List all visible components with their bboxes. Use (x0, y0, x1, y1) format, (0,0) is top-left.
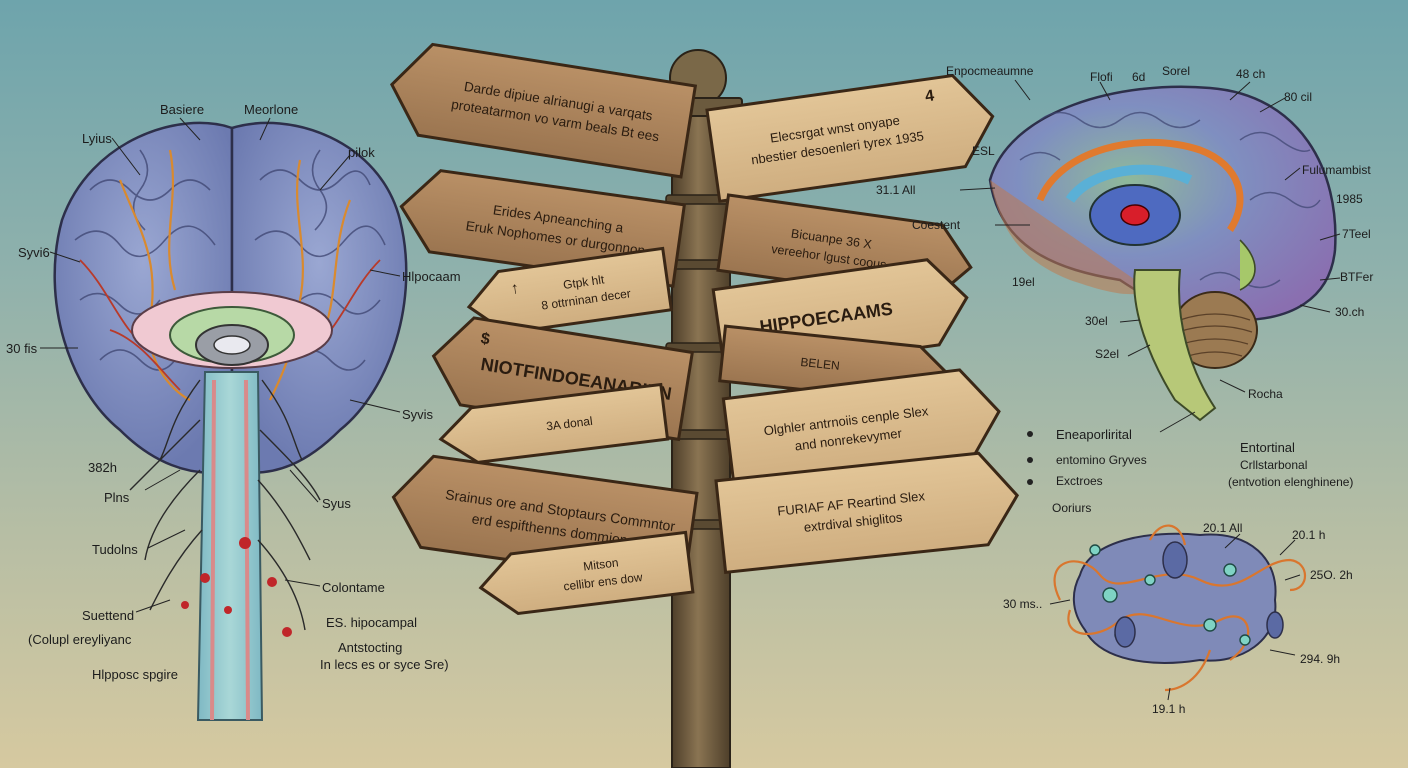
left-brain-label-8: Syvis (402, 407, 434, 422)
left-brain-label-15: ES. hipocampal (326, 615, 418, 630)
organ-label-4: 30 ms.. (1003, 597, 1043, 611)
right-brain-label-2: Flofi (1090, 70, 1113, 84)
sign-text: 3A donal (545, 414, 593, 434)
sign-badge: 4 (924, 87, 935, 105)
sign-1: Darde dipiue alrianugi a varqatsproteata… (390, 42, 698, 179)
left-brain-label-12: Tudolns (92, 542, 138, 557)
left-brain-label-4: pilok (348, 145, 375, 160)
right-brain-label-15: 30el (1085, 314, 1108, 328)
left-brain-label-1: Basiere (160, 102, 205, 117)
right-brain-label-21: (entvotion elenghinene) (1228, 475, 1354, 489)
left-brain-label-11: Syus (322, 496, 351, 511)
right-brain-label-8: Fulumambist (1302, 163, 1371, 177)
sign-text: Gtpk hlt (562, 272, 606, 292)
left-brain-label-19: In lecs es or syce Sre) (320, 657, 449, 672)
right-brain-label-9: 31.1 All (876, 183, 916, 197)
sign-text: BELEN (800, 355, 841, 373)
right-brain-label-10: 1985 (1336, 192, 1363, 206)
left-brain-label-5: Syvi6 (18, 245, 50, 260)
left-brain-label-6: Hlpocaam (402, 269, 461, 284)
right-brain-label-17: S2el (1095, 347, 1120, 361)
organ-label-6: 294. 9h (1300, 652, 1341, 666)
legend-item-2: entomino Gryves (1056, 453, 1147, 467)
right-brain-label-14: BTFer (1340, 270, 1374, 284)
organ-label-7: 19.1 h (1152, 702, 1186, 716)
sign-9: 3A donal (438, 382, 670, 464)
signs-group: Darde dipiue alrianugi a varqatsproteata… (390, 42, 1020, 615)
right-brain-label-18: Rocha (1248, 387, 1283, 401)
left-brain-label-9: 382h (88, 460, 117, 475)
sign-marker: ↑ (510, 280, 520, 298)
organ-label-2: 20.1 All (1203, 521, 1243, 535)
organ-label-1: Ooriurs (1052, 501, 1092, 515)
sign-marker: $ (480, 330, 492, 348)
right-brain-label-11: Coestent (912, 218, 961, 232)
sign-board (705, 73, 995, 203)
sign-board (714, 451, 1020, 574)
left-brain-label-7: 30 fis (6, 341, 38, 356)
legend-item-3: Exctroes (1056, 474, 1103, 488)
right-brain-label-4: Sorel (1162, 64, 1191, 78)
left-brain-label-10: Plns (104, 490, 130, 505)
right-brain-label-1: Enpocmeaumne (946, 64, 1034, 78)
right-brain-label-13: 19el (1012, 275, 1035, 289)
right-brain-label-19: Entortinal (1240, 440, 1295, 455)
left-brain-label-14: Suettend (82, 608, 135, 623)
organ-label-5: 25O. 2h (1310, 568, 1353, 582)
right-brain-label-7: ESL (972, 144, 995, 158)
left-brain-label-18: Hlpposc spgire (92, 667, 178, 682)
sign-text: Mitson (582, 555, 619, 573)
sign-board (478, 530, 695, 615)
right-brain-label-3: 6d (1132, 70, 1146, 84)
legend-item-1: Eneaporlirital (1056, 427, 1132, 442)
right-brain-label-6: 80 cil (1284, 90, 1313, 104)
right-brain-label-20: Crllstarbonal (1240, 458, 1308, 472)
sign-board (390, 42, 698, 179)
left-brain-label-2: Meorlone (244, 102, 299, 117)
organ-label-3: 20.1 h (1292, 528, 1326, 542)
left-brain-label-13: Colontame (322, 580, 385, 595)
right-brain-label-12: 7Teel (1342, 227, 1371, 241)
left-brain-label-16: (Colupl ereyliyanc (28, 632, 132, 647)
sign-board (438, 382, 670, 464)
right-brain-label-16: 30.ch (1335, 305, 1365, 319)
left-brain-label-17: Antstocting (338, 640, 403, 655)
right-brain-label-5: 48 ch (1236, 67, 1266, 81)
left-brain-label-3: Lyius (82, 131, 112, 146)
